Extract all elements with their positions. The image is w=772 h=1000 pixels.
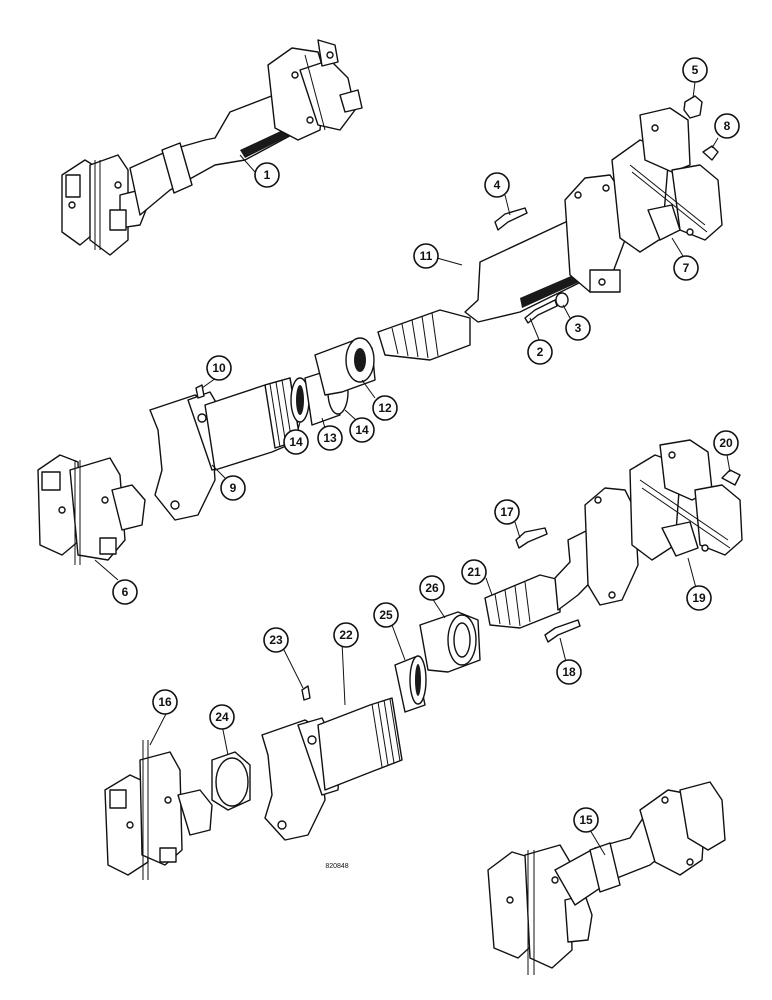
callout-15: 15 [573, 807, 599, 833]
svg-text:14: 14 [289, 435, 303, 449]
figure-number: 820848 [325, 863, 348, 870]
slip-tube-with-flange-yoke [377, 174, 626, 361]
callout-22: 22 [333, 622, 359, 648]
slip-yoke-assembly-lower [261, 685, 403, 841]
u-joint-cross-middle-left [37, 454, 146, 565]
callout-5: 5 [682, 57, 708, 83]
callout-14a: 14 [283, 429, 309, 455]
svg-text:2: 2 [537, 345, 544, 359]
callout-20: 20 [713, 430, 739, 456]
u-joint-cross-lower-left [104, 740, 213, 880]
svg-text:21: 21 [467, 565, 481, 579]
svg-text:8: 8 [724, 119, 731, 133]
svg-text:20: 20 [719, 436, 733, 450]
svg-text:1: 1 [264, 168, 271, 182]
callout-8: 8 [714, 113, 740, 139]
svg-text:4: 4 [494, 178, 501, 192]
slip-yoke-assembly [149, 377, 301, 521]
callout-23: 23 [263, 627, 289, 653]
callout-25: 25 [373, 602, 399, 628]
callout-13: 13 [317, 425, 343, 451]
svg-text:26: 26 [425, 581, 439, 595]
svg-text:19: 19 [692, 591, 706, 605]
callout-10: 10 [206, 355, 232, 381]
u-joint-middle-right [629, 439, 743, 561]
callout-4: 4 [484, 172, 510, 198]
drive-shaft-assembly-bottom [487, 781, 726, 975]
shaft-with-flange-yoke-middle [484, 487, 639, 629]
svg-text:11: 11 [420, 249, 433, 263]
callout-18: 18 [556, 659, 582, 685]
callout-1: 1 [254, 162, 280, 188]
u-joint-top-left [61, 154, 149, 256]
callout-9: 9 [220, 475, 246, 501]
callout-17: 17 [494, 499, 520, 525]
svg-text:17: 17 [500, 505, 514, 519]
svg-text:5: 5 [692, 63, 699, 77]
fasteners-middle [515, 469, 741, 643]
svg-text:24: 24 [215, 710, 229, 724]
callout-3: 3 [565, 315, 591, 341]
svg-text:15: 15 [579, 813, 593, 827]
svg-text:14: 14 [355, 423, 369, 437]
callout-6: 6 [112, 579, 138, 605]
svg-text:23: 23 [269, 633, 283, 647]
callout-12: 12 [372, 395, 398, 421]
callout-16: 16 [152, 689, 178, 715]
svg-text:9: 9 [230, 481, 237, 495]
drive-shaft-assembly-top [61, 39, 363, 256]
callout-26: 26 [419, 575, 445, 601]
svg-text:22: 22 [339, 628, 353, 642]
svg-text:12: 12 [378, 401, 392, 415]
callout-19: 19 [686, 585, 712, 611]
u-joint-upper-right [611, 107, 723, 253]
svg-text:16: 16 [158, 695, 172, 709]
svg-text:10: 10 [212, 361, 226, 375]
leader-lines [94, 81, 731, 856]
seal-and-cap [394, 611, 481, 713]
svg-text:6: 6 [122, 585, 129, 599]
callout-11: 11 [413, 243, 439, 269]
bearing-cap [211, 751, 251, 811]
svg-text:3: 3 [575, 321, 582, 335]
callout-7: 7 [673, 255, 699, 281]
callout-21: 21 [461, 559, 487, 585]
fasteners-upper [494, 95, 719, 324]
callout-24: 24 [209, 704, 235, 730]
svg-text:13: 13 [323, 431, 337, 445]
svg-text:18: 18 [562, 665, 576, 679]
callout-2: 2 [527, 339, 553, 365]
callouts: 1 2 3 4 5 6 7 8 9 10 11 12 13 14 14 15 1… [112, 57, 740, 833]
svg-text:7: 7 [683, 261, 690, 275]
u-joint-top-right [267, 39, 363, 141]
svg-text:25: 25 [379, 608, 393, 622]
bearing-seal-rings [290, 337, 376, 426]
callout-14b: 14 [349, 417, 375, 443]
